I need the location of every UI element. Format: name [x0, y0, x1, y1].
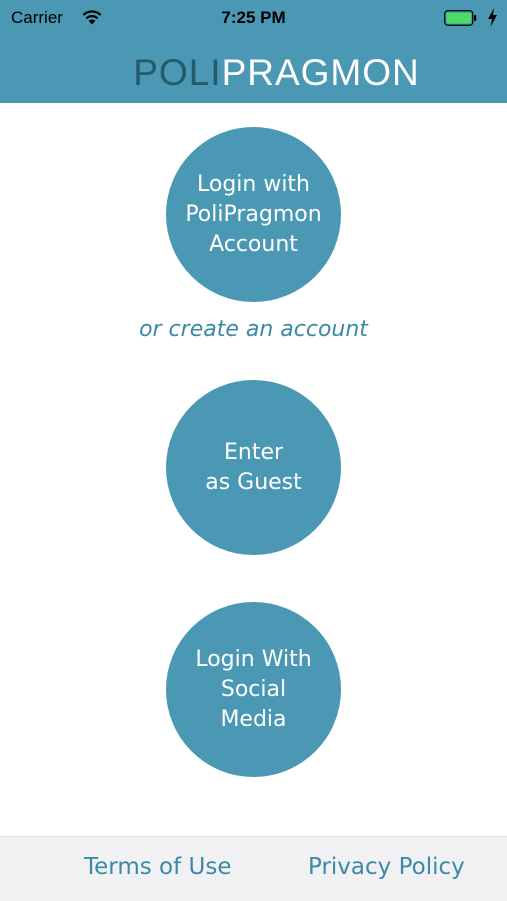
status-bar: Carrier 7:25 PM	[0, 0, 507, 36]
social-login-button-label: Login With Social Media	[195, 646, 312, 732]
footer-bar: Terms of Use Privacy Policy	[0, 836, 507, 901]
privacy-policy-link[interactable]: Privacy Policy	[308, 854, 465, 880]
charging-bolt-icon	[488, 8, 497, 27]
social-login-button[interactable]: Login With Social Media	[166, 602, 341, 777]
brand-logo-part2: PRAGMON	[221, 52, 420, 93]
brand-logo-part1: POLI	[133, 52, 222, 93]
login-account-button[interactable]: Login with PoliPragmon Account	[166, 127, 341, 302]
create-account-link[interactable]: or create an account	[139, 317, 368, 342]
enter-as-guest-button-label: Enter as Guest	[205, 439, 302, 495]
wifi-icon	[82, 10, 102, 25]
terms-of-use-link[interactable]: Terms of Use	[84, 854, 232, 880]
brand-logo: POLIPRAGMON	[0, 51, 507, 95]
app-header: Carrier 7:25 PM POLIPRAGMON	[0, 0, 507, 103]
battery-icon	[444, 10, 477, 26]
carrier-label: Carrier	[11, 8, 63, 27]
status-time: 7:25 PM	[221, 8, 286, 27]
login-account-button-label: Login with PoliPragmon Account	[185, 171, 322, 257]
enter-as-guest-button[interactable]: Enter as Guest	[166, 380, 341, 555]
